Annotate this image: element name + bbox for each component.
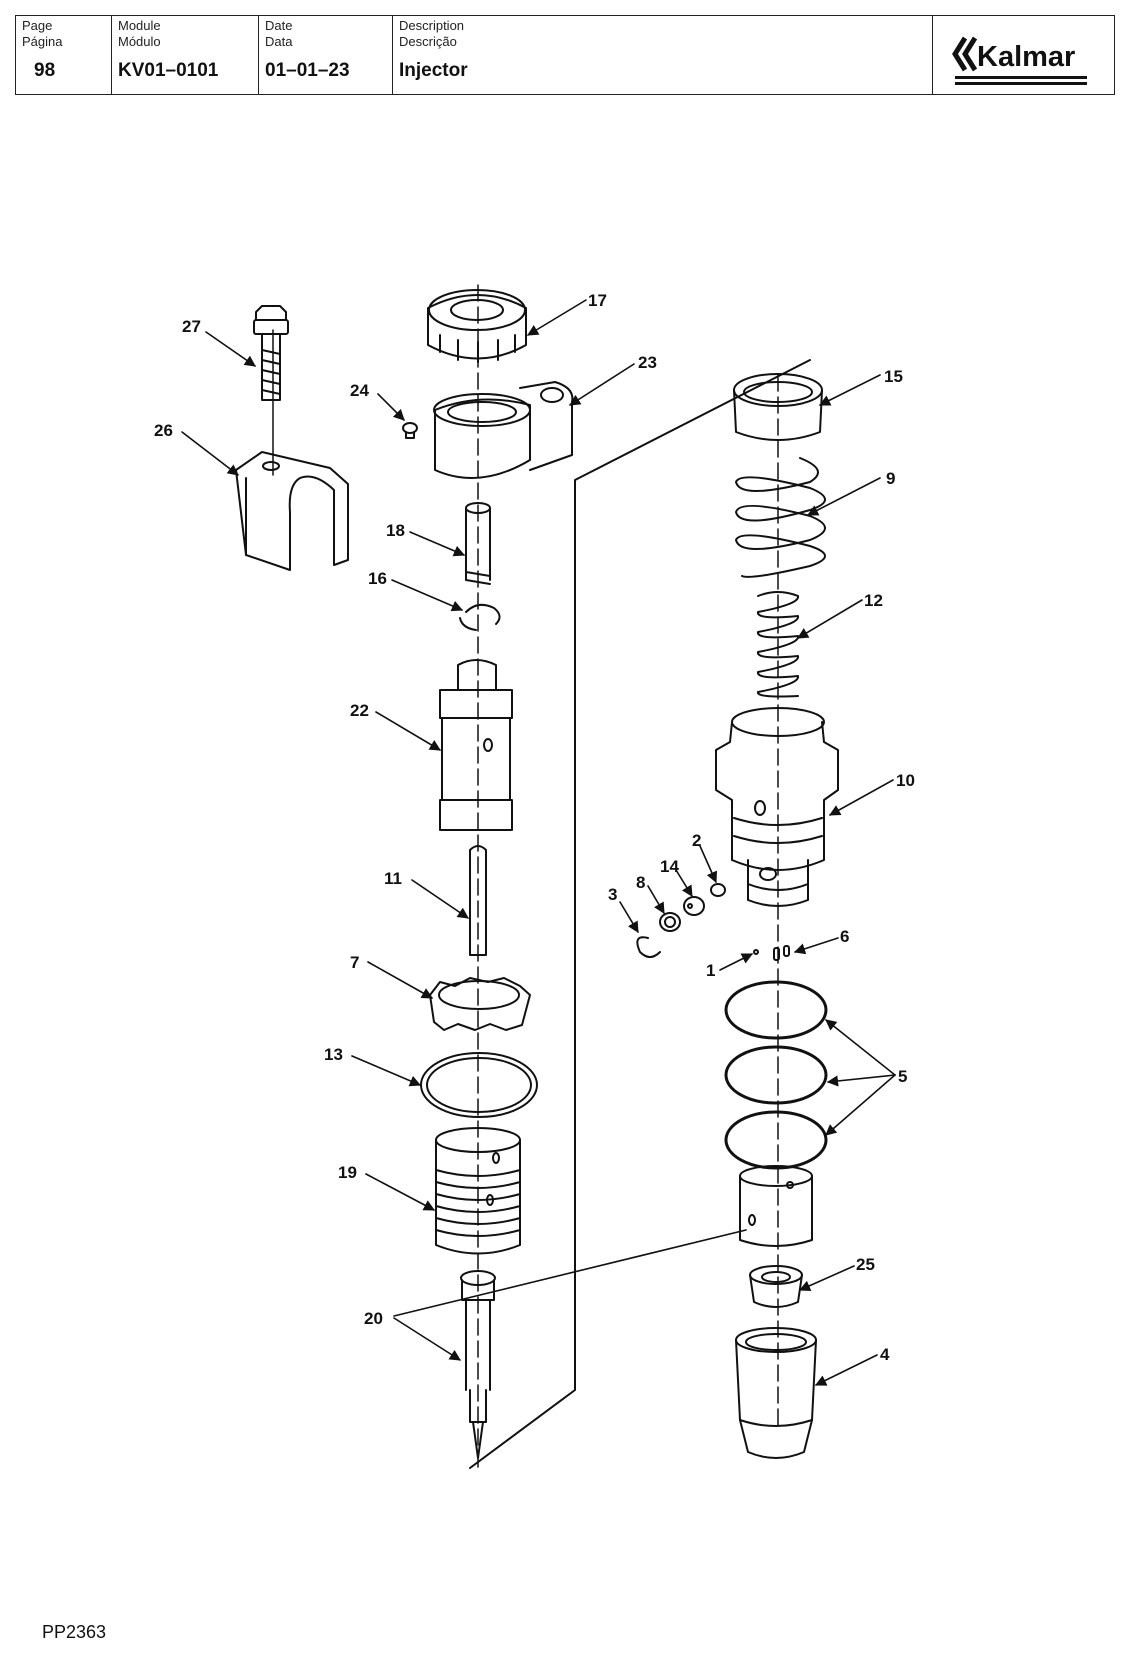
cap-ring-part-15 — [733, 373, 823, 441]
callout-17: 17 — [588, 291, 607, 310]
header-table: Page Página 98 Module Módulo KV01–0101 D… — [15, 15, 1115, 95]
callout-27: 27 — [182, 317, 201, 336]
callout-11: 11 — [384, 869, 402, 888]
screw-part-24 — [402, 422, 418, 439]
callout-8: 8 — [636, 873, 645, 892]
o-ring-part-2 — [710, 883, 726, 897]
nozzle-nut-part-4 — [735, 1327, 817, 1459]
module-code: KV01–0101 — [118, 60, 219, 81]
nozzle-tip-part-25 — [749, 1265, 803, 1308]
nozzle-needle-part-20 — [460, 1270, 496, 1459]
figure-code: PP2363 — [42, 1622, 107, 1642]
assembly-bracket-line — [469, 359, 811, 1469]
callout-12: 12 — [864, 591, 883, 610]
description-label-pt: Descrição — [399, 34, 457, 49]
callout-10: 10 — [896, 771, 915, 790]
description-cell: Description Descrição Injector — [393, 16, 933, 94]
castle-nut-part-7 — [429, 977, 531, 1031]
logo-cell: Kalmar — [933, 16, 1114, 94]
page-label: Page — [22, 18, 53, 33]
page-number: 98 — [34, 60, 56, 81]
plunger-sleeve-part-22 — [439, 659, 513, 831]
callout-2: 2 — [692, 831, 701, 850]
date-label-pt: Data — [265, 34, 293, 49]
small-spring-part-12 — [757, 591, 799, 698]
callout-15: 15 — [884, 367, 903, 386]
centre-lines — [272, 284, 779, 1471]
date-cell: Date Data 01–01–23 — [259, 16, 393, 94]
spring-housing-part-10 — [715, 707, 839, 907]
description-value: Injector — [399, 60, 468, 81]
rod-part-11 — [469, 845, 487, 956]
callout-20: 20 — [364, 1309, 383, 1328]
callout-23: 23 — [638, 353, 657, 372]
intermediate-body — [739, 1165, 813, 1247]
callout-6: 6 — [840, 927, 849, 946]
callout-labels: 27 26 24 17 23 18 16 22 11 7 13 19 20 15… — [154, 291, 915, 1364]
o-rings-part-5 — [724, 980, 828, 1170]
snap-ring-part-16 — [459, 603, 501, 631]
body-part-23 — [433, 381, 574, 479]
page-cell: Page Página 98 — [16, 16, 112, 94]
washer-part-13 — [420, 1052, 538, 1118]
callout-24: 24 — [350, 381, 369, 400]
callout-14: 14 — [660, 857, 679, 876]
callout-19: 19 — [338, 1163, 357, 1182]
logo-text: Kalmar — [977, 41, 1075, 73]
pin-part-18 — [465, 502, 491, 585]
callout-4: 4 — [880, 1345, 890, 1364]
description-label: Description — [399, 18, 465, 33]
cap-nut-part-17 — [427, 289, 527, 363]
ball-part-1 — [753, 949, 759, 955]
page-label-pt: Página — [22, 34, 63, 49]
valve-part-14 — [683, 896, 705, 916]
leader-lines — [181, 299, 896, 1386]
threaded-cup-part-19 — [435, 1127, 521, 1255]
callout-16: 16 — [368, 569, 387, 588]
callout-18: 18 — [386, 521, 405, 540]
module-label: Module — [118, 18, 161, 33]
pins-part-6 — [773, 945, 790, 961]
module-label-pt: Módulo — [118, 34, 161, 49]
callout-1: 1 — [706, 961, 715, 980]
callout-26: 26 — [154, 421, 173, 440]
callout-3: 3 — [608, 885, 617, 904]
callout-25: 25 — [856, 1255, 875, 1274]
date-label: Date — [265, 18, 293, 33]
date-value: 01–01–23 — [265, 60, 350, 81]
module-cell: Module Módulo KV01–0101 — [112, 16, 259, 94]
bolt-part-27 — [253, 305, 289, 401]
spring-seat-part-8 — [659, 912, 681, 932]
large-spring-part-9 — [735, 457, 826, 578]
kalmar-logo-icon: Kalmar — [952, 36, 1087, 85]
callout-9: 9 — [886, 469, 895, 488]
clamp-bracket-part-26 — [235, 451, 349, 571]
callout-5: 5 — [898, 1067, 907, 1086]
callout-7: 7 — [350, 953, 359, 972]
callout-22: 22 — [350, 701, 369, 720]
callout-13: 13 — [324, 1045, 343, 1064]
circlip-part-3 — [636, 936, 661, 958]
